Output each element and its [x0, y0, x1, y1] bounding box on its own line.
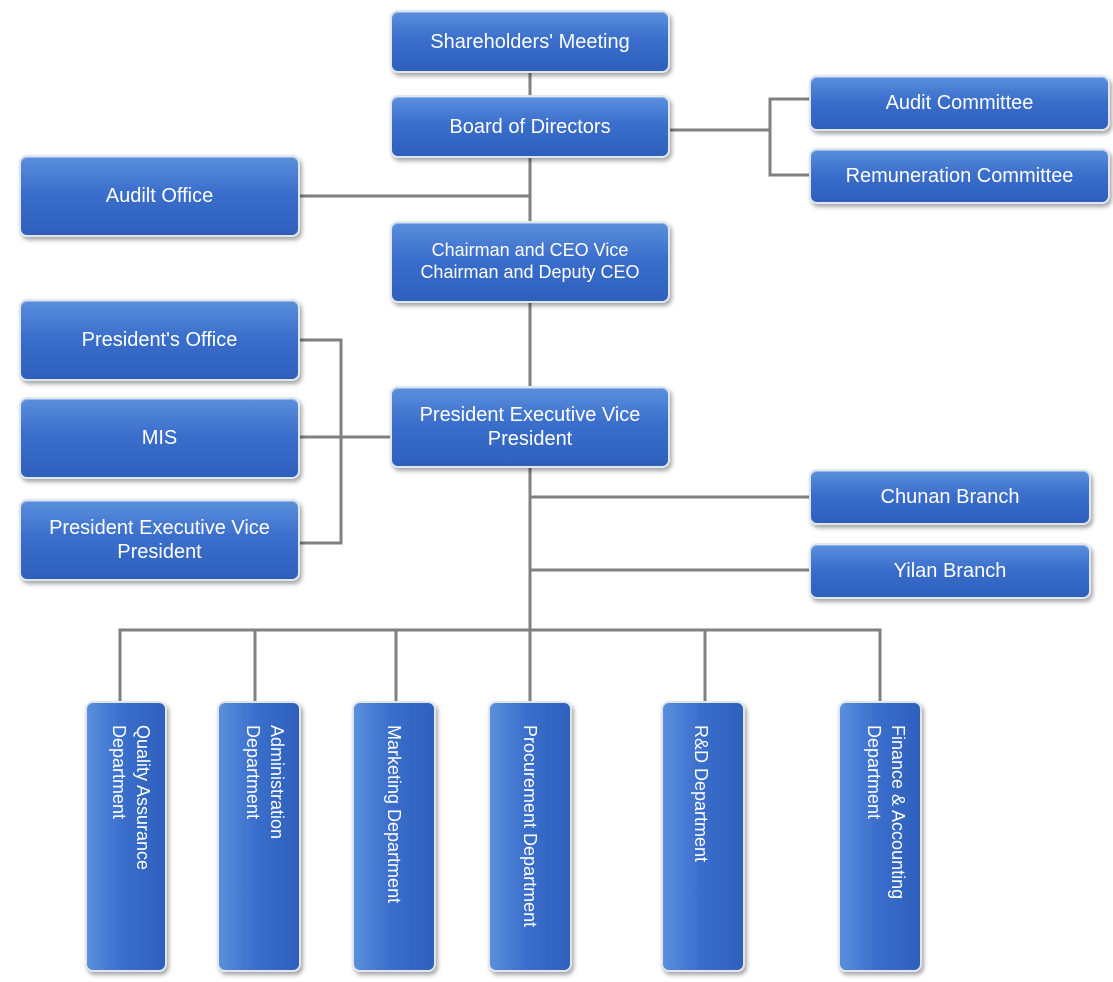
dept-administration-line2: Department	[243, 725, 263, 820]
board-of-directors-label: Board of Directors	[449, 115, 611, 138]
dept-quality-assurance-line2: Department	[109, 725, 129, 820]
evp-left-box: President Executive Vice President	[19, 499, 300, 581]
audit-committee-label: Audit Committee	[885, 92, 1034, 114]
evp-left-label-line2: President	[117, 541, 202, 563]
presidents-office-box: President's Office	[19, 299, 300, 381]
audit-office-label: Audilt Office	[105, 185, 214, 207]
mis-box: MIS	[19, 397, 300, 479]
audit-office-box: Audilt Office	[19, 155, 300, 237]
chairman-box: Chairman and CEO Vice Chairman and Deput…	[390, 221, 670, 303]
dept-quality-assurance-line1: Quality Assurance	[133, 725, 153, 871]
dept-administration-line1: Administration	[267, 725, 287, 840]
yilan-branch-box: Yilan Branch	[809, 543, 1091, 599]
yilan-branch-label: Yilan Branch	[893, 560, 1007, 582]
remuneration-committee-box: Remuneration Committee	[809, 148, 1110, 204]
chunan-branch-label: Chunan Branch	[880, 486, 1020, 508]
chairman-label-line1: Chairman and CEO Vice	[431, 240, 629, 261]
president-box: President Executive Vice President	[390, 386, 670, 468]
dept-rd-box: R&D Department	[661, 701, 745, 972]
dept-administration-box: Administration Department	[217, 701, 301, 972]
dept-procurement-line1: Procurement Department	[520, 725, 540, 928]
dept-finance-line1: Finance & Accounting	[888, 725, 908, 900]
shareholders-meeting-box: Shareholders' Meeting	[390, 10, 670, 73]
dept-procurement-box: Procurement Department	[488, 701, 572, 972]
evp-left-label-line1: President Executive Vice	[49, 517, 270, 539]
dept-marketing-line1: Marketing Department	[384, 725, 404, 904]
remuneration-committee-label: Remuneration Committee	[845, 165, 1074, 187]
presidents-office-label: President's Office	[81, 329, 238, 351]
chunan-branch-box: Chunan Branch	[809, 469, 1091, 525]
board-of-directors-box: Board of Directors	[390, 95, 670, 158]
president-label-line2: President	[487, 428, 573, 450]
shareholders-meeting-label: Shareholders' Meeting	[430, 30, 630, 53]
dept-marketing-box: Marketing Department	[352, 701, 436, 972]
dept-rd-line1: R&D Department	[691, 725, 711, 863]
dept-finance-box: Finance & Accounting Department	[838, 701, 922, 972]
mis-label: MIS	[141, 427, 178, 449]
chairman-label-line2: Chairman and Deputy CEO	[420, 262, 640, 282]
audit-committee-box: Audit Committee	[809, 75, 1110, 131]
dept-finance-line2: Department	[864, 725, 884, 820]
dept-quality-assurance-box: Quality Assurance Department	[85, 701, 167, 972]
president-label-line1: President Executive Vice	[419, 404, 641, 426]
